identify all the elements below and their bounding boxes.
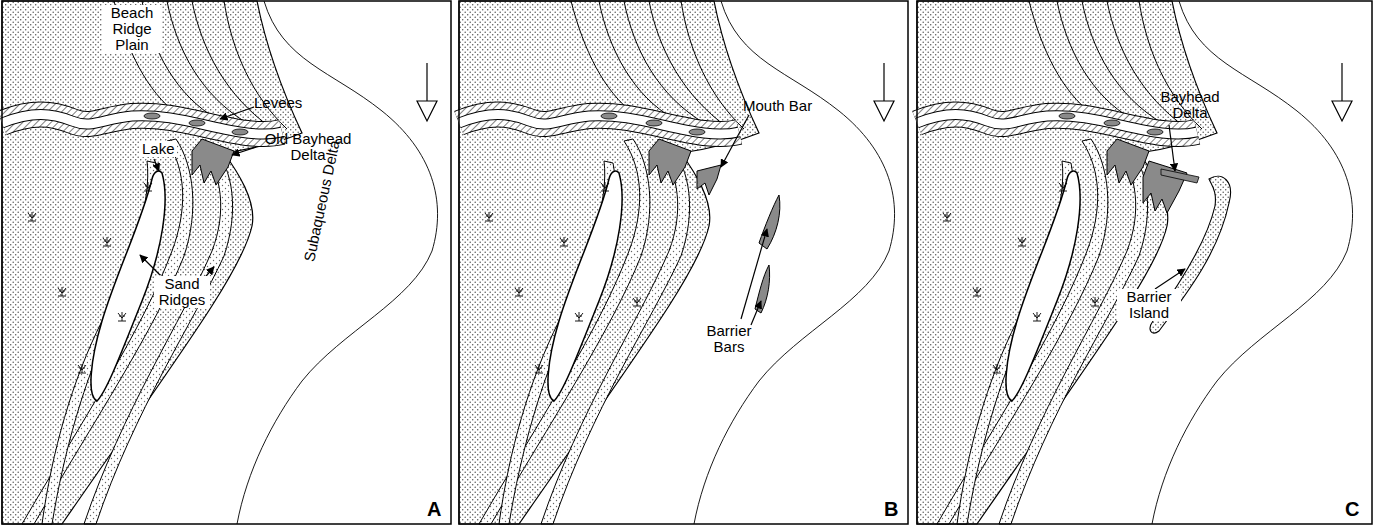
feature-label: Barrier Bars [699, 323, 759, 355]
feature-label: Bayhead Delta [1157, 89, 1223, 121]
feature-label: Levees [254, 95, 302, 111]
feature-label: Barrier Island [1117, 289, 1181, 321]
panel-letter: B [884, 498, 898, 520]
feature-label: Mouth Bar [743, 98, 812, 114]
panel-letter: A [427, 498, 441, 520]
panel-b [459, 1, 908, 524]
panel-a [2, 1, 451, 524]
feature-label: Lake [140, 141, 177, 157]
panel-letter: C [1345, 498, 1359, 520]
feature-label: Sand Ridges [154, 276, 210, 308]
region-label: Beach Ridge Plain [102, 5, 162, 53]
feature-label: Old Bayhead Delta [258, 131, 358, 163]
panel-c [917, 1, 1372, 524]
